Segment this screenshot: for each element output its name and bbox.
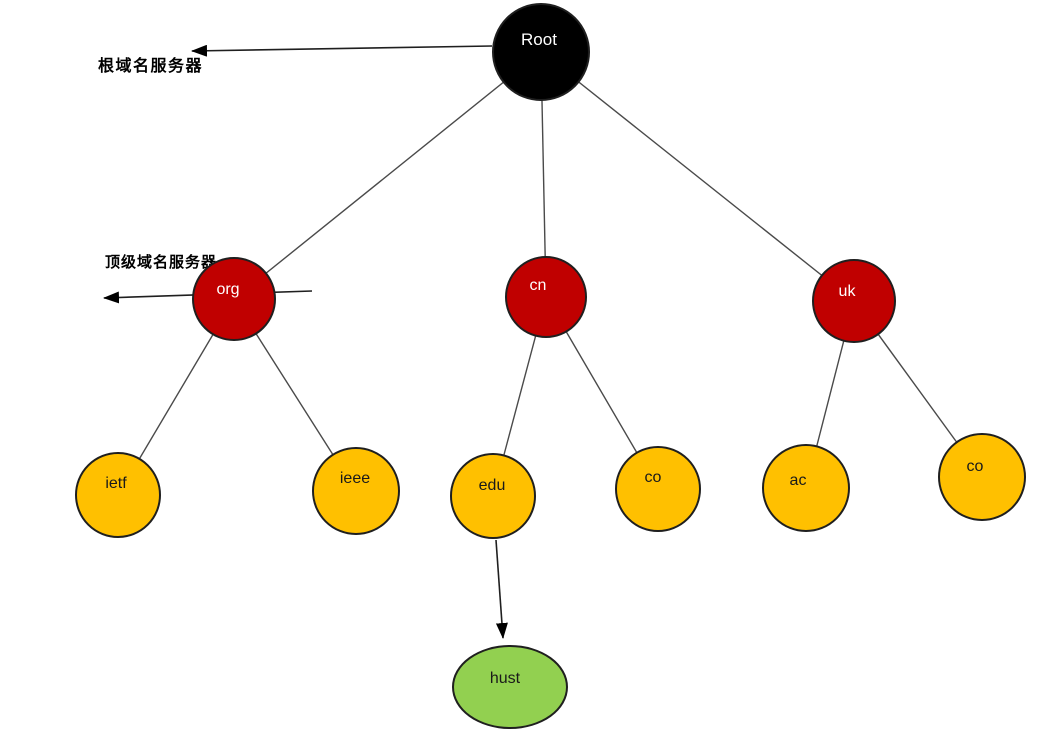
node-uk: uk <box>812 259 896 343</box>
node-co-uk: co <box>938 433 1026 521</box>
node-label-edu: edu <box>478 477 506 494</box>
node-label-org: org <box>216 281 240 298</box>
node-co-cn: co <box>615 446 701 532</box>
node-hust: hust <box>452 645 568 729</box>
edge-root-org <box>233 51 542 300</box>
node-label-ieee: ieee <box>339 470 371 487</box>
node-label-ac: ac <box>789 472 807 489</box>
node-edu: edu <box>450 453 536 539</box>
node-label-co-uk: co <box>966 458 984 475</box>
node-cn: cn <box>505 256 587 338</box>
node-label-cn: cn <box>529 277 547 294</box>
root-annotation-arrow <box>191 44 493 57</box>
node-label-root: Root <box>521 29 557 49</box>
edu-hust-arrow <box>495 539 508 639</box>
tld-dns-label: 顶级域名服务器 <box>105 254 218 271</box>
node-ietf: ietf <box>75 452 161 538</box>
node-root: Root <box>492 3 590 101</box>
node-org: org <box>192 257 276 341</box>
node-ieee: ieee <box>312 447 400 535</box>
node-label-uk: uk <box>838 283 856 300</box>
node-ac: ac <box>762 444 850 532</box>
node-label-co-cn: co <box>644 469 662 486</box>
root-dns-label: 根域名服务器 <box>98 58 204 75</box>
node-label-hust: hust <box>489 670 521 687</box>
edge-root-uk <box>540 51 855 302</box>
node-label-ietf: ietf <box>105 475 127 492</box>
